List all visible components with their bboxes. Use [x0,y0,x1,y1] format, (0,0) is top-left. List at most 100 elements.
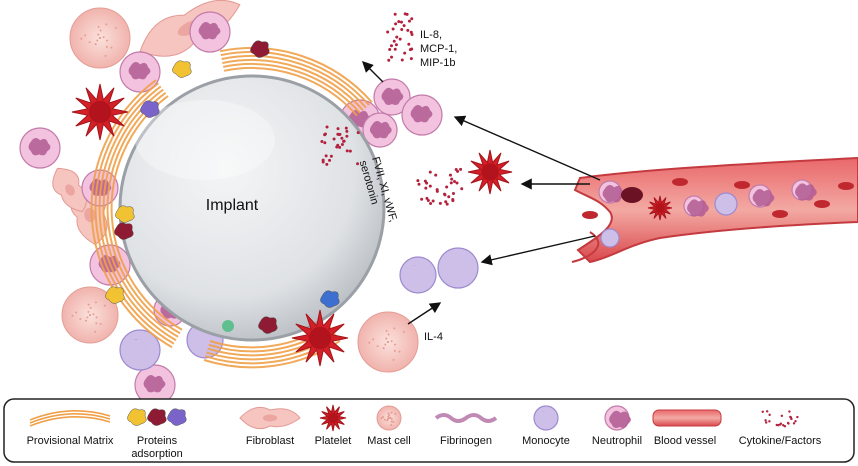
cytokine-dot [392,39,396,43]
cytokine-dot [425,196,429,200]
cytokine-dot [425,181,429,185]
cytokine-dot [342,139,346,143]
protein [147,408,167,426]
cytokine-dot [393,47,397,51]
legend-item-provisional-matrix: Provisional Matrix [27,410,114,447]
red-blood-cell [734,181,750,189]
cytokine-dot [337,132,341,136]
cytokine-dot [409,30,413,34]
legend-label-neutrophil: Neutrophil [592,435,642,447]
protein [114,222,134,240]
neutrophil [598,180,625,204]
legend-label-platelet: Platelet [315,435,352,447]
protein [258,316,278,334]
legend-item-fibrinogen: Fibrinogen [434,413,498,447]
legend-label-monocyte: Monocyte [522,435,570,447]
cytokine-dot [429,201,433,205]
cytokine-dot [336,127,340,131]
cytokine-dot [394,22,398,26]
mast-cell [61,286,119,344]
arrow-to-cytokines [362,61,384,83]
red-blood-cell [814,200,830,208]
cytokine-label-line-1: IL-8, [420,29,442,41]
cytokine-dot [340,136,344,140]
cytokine-dot [325,162,329,166]
arrow-to-implant-neutrophils [453,115,601,181]
legend-frame [3,398,855,463]
cytokine-dot [335,145,339,149]
cytokine-dot [410,17,414,21]
cytokine-dot [390,44,394,48]
cytokine-label-line-2: MCP-1, [420,43,457,55]
neutrophil [683,195,709,217]
protein [115,205,135,223]
cytokine-dot [345,149,349,153]
implant-label: Implant [206,197,259,214]
mast-cell [357,311,419,373]
cytokine-dot [391,27,395,31]
neutrophil [362,112,398,148]
cytokine-dot [332,137,336,141]
neutrophil [189,11,231,53]
arrow-to-monocytes [480,235,596,266]
legend-item-blood-vessel: Blood vessel [652,409,722,447]
cytokine-dot [390,55,394,59]
cytokine-dot [345,134,349,138]
platelet [647,195,673,221]
cytokine-dot [420,197,424,201]
cytokine-dot [450,177,454,181]
monocyte [119,329,161,371]
protein [167,408,187,426]
cytokine-dot [399,20,403,24]
cytokine-dot [416,179,420,183]
legend-item-cytokine-factors: Cytokine/Factors [739,410,822,447]
cytokine-dot [356,162,360,166]
neutrophil [19,127,61,169]
il4-label: IL-4 [424,331,443,343]
provisional-matrix-arcs [90,47,373,369]
cytokine-dot [402,24,406,28]
cytokine-dot [344,126,348,130]
platelet [467,149,513,195]
cytokine-dot [321,160,325,164]
mast-cell [376,405,402,431]
cytokine-dot [453,180,457,184]
vessel-cells [582,178,854,248]
cytokine-dot [460,187,464,191]
cytokine-dot [405,12,409,16]
cytokine-dot [356,131,360,135]
cytokine-dot [409,57,413,61]
legend-label-proteins-adsorption: adsorption [131,448,182,460]
red-blood-cell [582,211,598,219]
implant: Implant [118,74,386,342]
monocyte [437,247,479,289]
cytokine-dot [407,42,411,46]
cytokine-dot [435,188,439,192]
cytokine-dot [408,48,412,52]
legend-item-neutrophil: Neutrophil [592,405,642,447]
cytokine-dot [448,173,452,177]
cytokine-label: IL-8, MCP-1, MIP-1b [420,29,457,69]
cytokine-dot [338,145,342,149]
cytokine-dot [323,132,327,136]
neutrophil [134,364,176,406]
cytokine-dot [428,170,432,174]
fibroblast [239,406,301,430]
neutrophil [791,179,817,201]
legend-item-platelet: Platelet [315,404,352,447]
legend-label-fibroblast: Fibroblast [246,435,294,447]
cytokine-dot [426,198,430,202]
cytokine-dot [325,125,329,129]
cytokine-dot [434,173,438,177]
neutrophil [748,184,775,208]
cytokine-dot [410,33,414,37]
cytokine-dot [387,58,391,62]
protein [250,40,270,58]
monocyte [714,192,738,216]
monocyte [533,405,559,431]
platelet [319,404,347,432]
protein [127,408,147,426]
neutrophil [604,405,631,431]
cytokine-dot [445,185,449,189]
